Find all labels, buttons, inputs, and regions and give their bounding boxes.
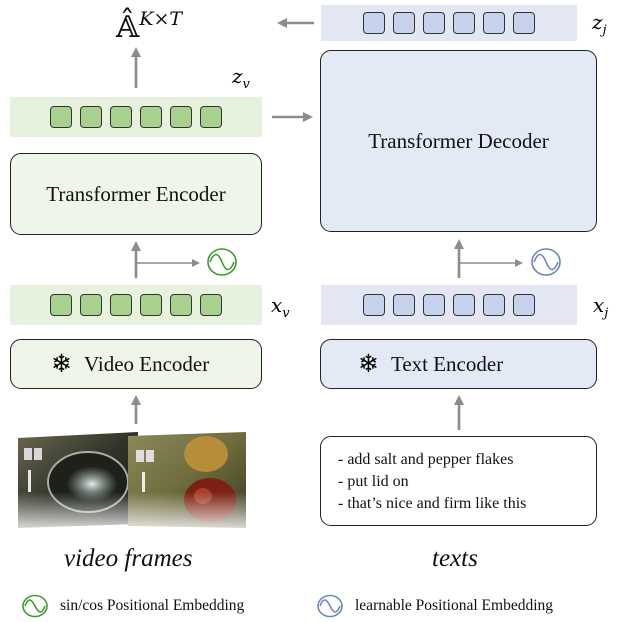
text-line: - put lid on xyxy=(338,473,409,490)
text-line: - that’s nice and firm like this xyxy=(338,495,527,512)
token xyxy=(423,12,445,34)
text-encoder-label: Text Encoder xyxy=(390,351,504,376)
legend-learnable-label: learnable Positional Embedding xyxy=(355,597,554,614)
token xyxy=(483,294,505,316)
texts-caption: texts xyxy=(432,545,478,572)
output-symbol-superscript: K×T xyxy=(139,8,183,30)
video-encoder-block: ❄ Video Encoder xyxy=(10,339,262,389)
video-frames-svg xyxy=(18,432,248,530)
encoder-output-tokens xyxy=(10,97,262,137)
token xyxy=(513,12,535,34)
legend-sincos-label: sin/cos Positional Embedding xyxy=(60,597,245,614)
token xyxy=(453,12,475,34)
token xyxy=(80,294,102,316)
legend-sincos: sin/cos Positional Embedding xyxy=(20,594,244,618)
output-symbol-base: 𝔸̂ xyxy=(116,10,140,45)
video-encoder-label: Video Encoder xyxy=(83,351,210,376)
sincos-embedding-icon xyxy=(22,594,48,618)
token xyxy=(110,106,132,128)
z-v-label: z_vzv xyxy=(232,64,250,92)
token xyxy=(363,12,385,34)
token xyxy=(140,294,162,316)
token xyxy=(50,294,72,316)
snowflake-icon: ❄ xyxy=(358,350,379,378)
token xyxy=(80,106,102,128)
token xyxy=(393,294,415,316)
snowflake-icon: ❄ xyxy=(51,350,72,378)
token xyxy=(513,294,535,316)
transformer-encoder-block: Transformer Encoder xyxy=(10,153,262,235)
token xyxy=(363,294,385,316)
x-v-label: x_vxv xyxy=(271,293,290,321)
token xyxy=(200,294,222,316)
token xyxy=(170,106,192,128)
transformer-decoder-label: Transformer Decoder xyxy=(368,128,549,153)
texts-box: - add salt and pepper flakes - put lid o… xyxy=(320,436,597,526)
decoder-output-tokens xyxy=(321,5,577,41)
learnable-embedding-marker xyxy=(531,248,561,276)
video-frames-image xyxy=(18,430,248,530)
token xyxy=(110,294,132,316)
token xyxy=(423,294,445,316)
token xyxy=(140,106,162,128)
learnable-embedding-icon xyxy=(317,594,343,618)
text-encoder-block: ❄ Text Encoder xyxy=(320,339,597,389)
x-j-label: x_jxj xyxy=(593,293,609,321)
text-line: - add salt and pepper flakes xyxy=(338,451,514,468)
token xyxy=(200,106,222,128)
transformer-decoder-block: Transformer Decoder xyxy=(320,50,597,232)
sincos-embedding-marker xyxy=(207,248,237,276)
token xyxy=(393,12,415,34)
video-feature-tokens xyxy=(10,285,262,325)
text-feature-tokens xyxy=(321,285,577,325)
output-symbol: 𝔸̂K×T xyxy=(116,2,182,45)
token xyxy=(453,294,475,316)
legend-learnable: learnable Positional Embedding xyxy=(315,594,553,618)
video-frames-caption: video frames xyxy=(64,545,193,572)
token xyxy=(50,106,72,128)
transformer-encoder-label: Transformer Encoder xyxy=(46,181,226,206)
token xyxy=(483,12,505,34)
token xyxy=(170,294,192,316)
z-j-label: z_jzj xyxy=(592,10,607,38)
